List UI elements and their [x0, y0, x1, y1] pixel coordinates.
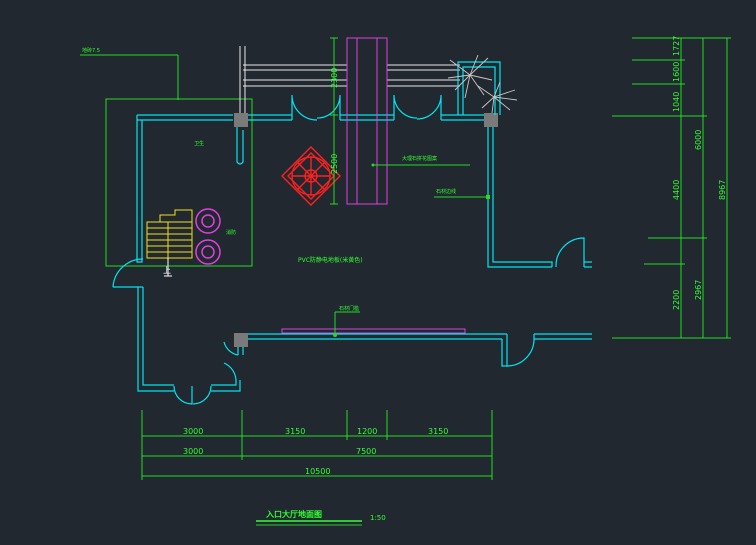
dim-right-1: 1727: [672, 36, 681, 56]
dim-right-8: 8967: [718, 180, 727, 200]
stair-symbol: [146, 209, 193, 277]
dims-right: [612, 37, 731, 339]
dim-right-4: 6000: [694, 130, 703, 150]
dim-total: 10500: [305, 467, 330, 476]
dim-row2-b: 7500: [356, 447, 376, 456]
white-lines-top: [239, 46, 460, 120]
dim-mosaic: 2500: [330, 154, 339, 174]
pipe-hook: [236, 120, 244, 165]
dims-bottom: [141, 410, 493, 480]
dim-row1-c: 1200: [357, 427, 377, 436]
dim-right-2: 1600: [672, 62, 681, 82]
room-note: 卫生: [194, 140, 204, 147]
column-right: [484, 113, 498, 127]
dims-middle: [330, 37, 338, 205]
bottom-note: 石材门槛: [339, 305, 359, 312]
equipment-icons: [195, 208, 221, 265]
dim-right-7: 2967: [694, 280, 703, 300]
dim-row1-a: 3000: [183, 427, 203, 436]
floor-material-note: PVC防静电地板(米黄色): [298, 256, 363, 264]
magenta-strip: [281, 37, 466, 334]
mosaic-pattern: [281, 146, 341, 206]
equipment-note: 消防: [226, 229, 236, 236]
stair-up-label: 上: [163, 266, 171, 275]
walls-left-room: [112, 114, 244, 405]
mosaic-note: 大理石拼花图案: [402, 155, 437, 162]
dim-top-door: 2300: [330, 68, 339, 88]
dim-right-6: 2200: [672, 290, 681, 310]
drawing-scale: 1:50: [370, 514, 386, 522]
band-note: 石材边线: [436, 188, 456, 195]
walls-bottom: [248, 333, 592, 367]
dim-row1-d: 3150: [428, 427, 448, 436]
leaders-interior: [333, 163, 490, 337]
column-bottom: [234, 333, 248, 347]
dim-right-3: 1040: [672, 92, 681, 112]
dim-row1-b: 3150: [285, 427, 305, 436]
room-outline: [105, 98, 253, 267]
drawing-title: 入口大厅地面图: [265, 509, 322, 519]
dim-row2-a: 3000: [183, 447, 203, 456]
column-left: [234, 113, 248, 127]
leader-top-left: [80, 54, 179, 100]
dim-right-5: 4400: [672, 180, 681, 200]
plant-icon: [447, 54, 518, 114]
top-left-note: 地砖7.5: [82, 47, 100, 54]
